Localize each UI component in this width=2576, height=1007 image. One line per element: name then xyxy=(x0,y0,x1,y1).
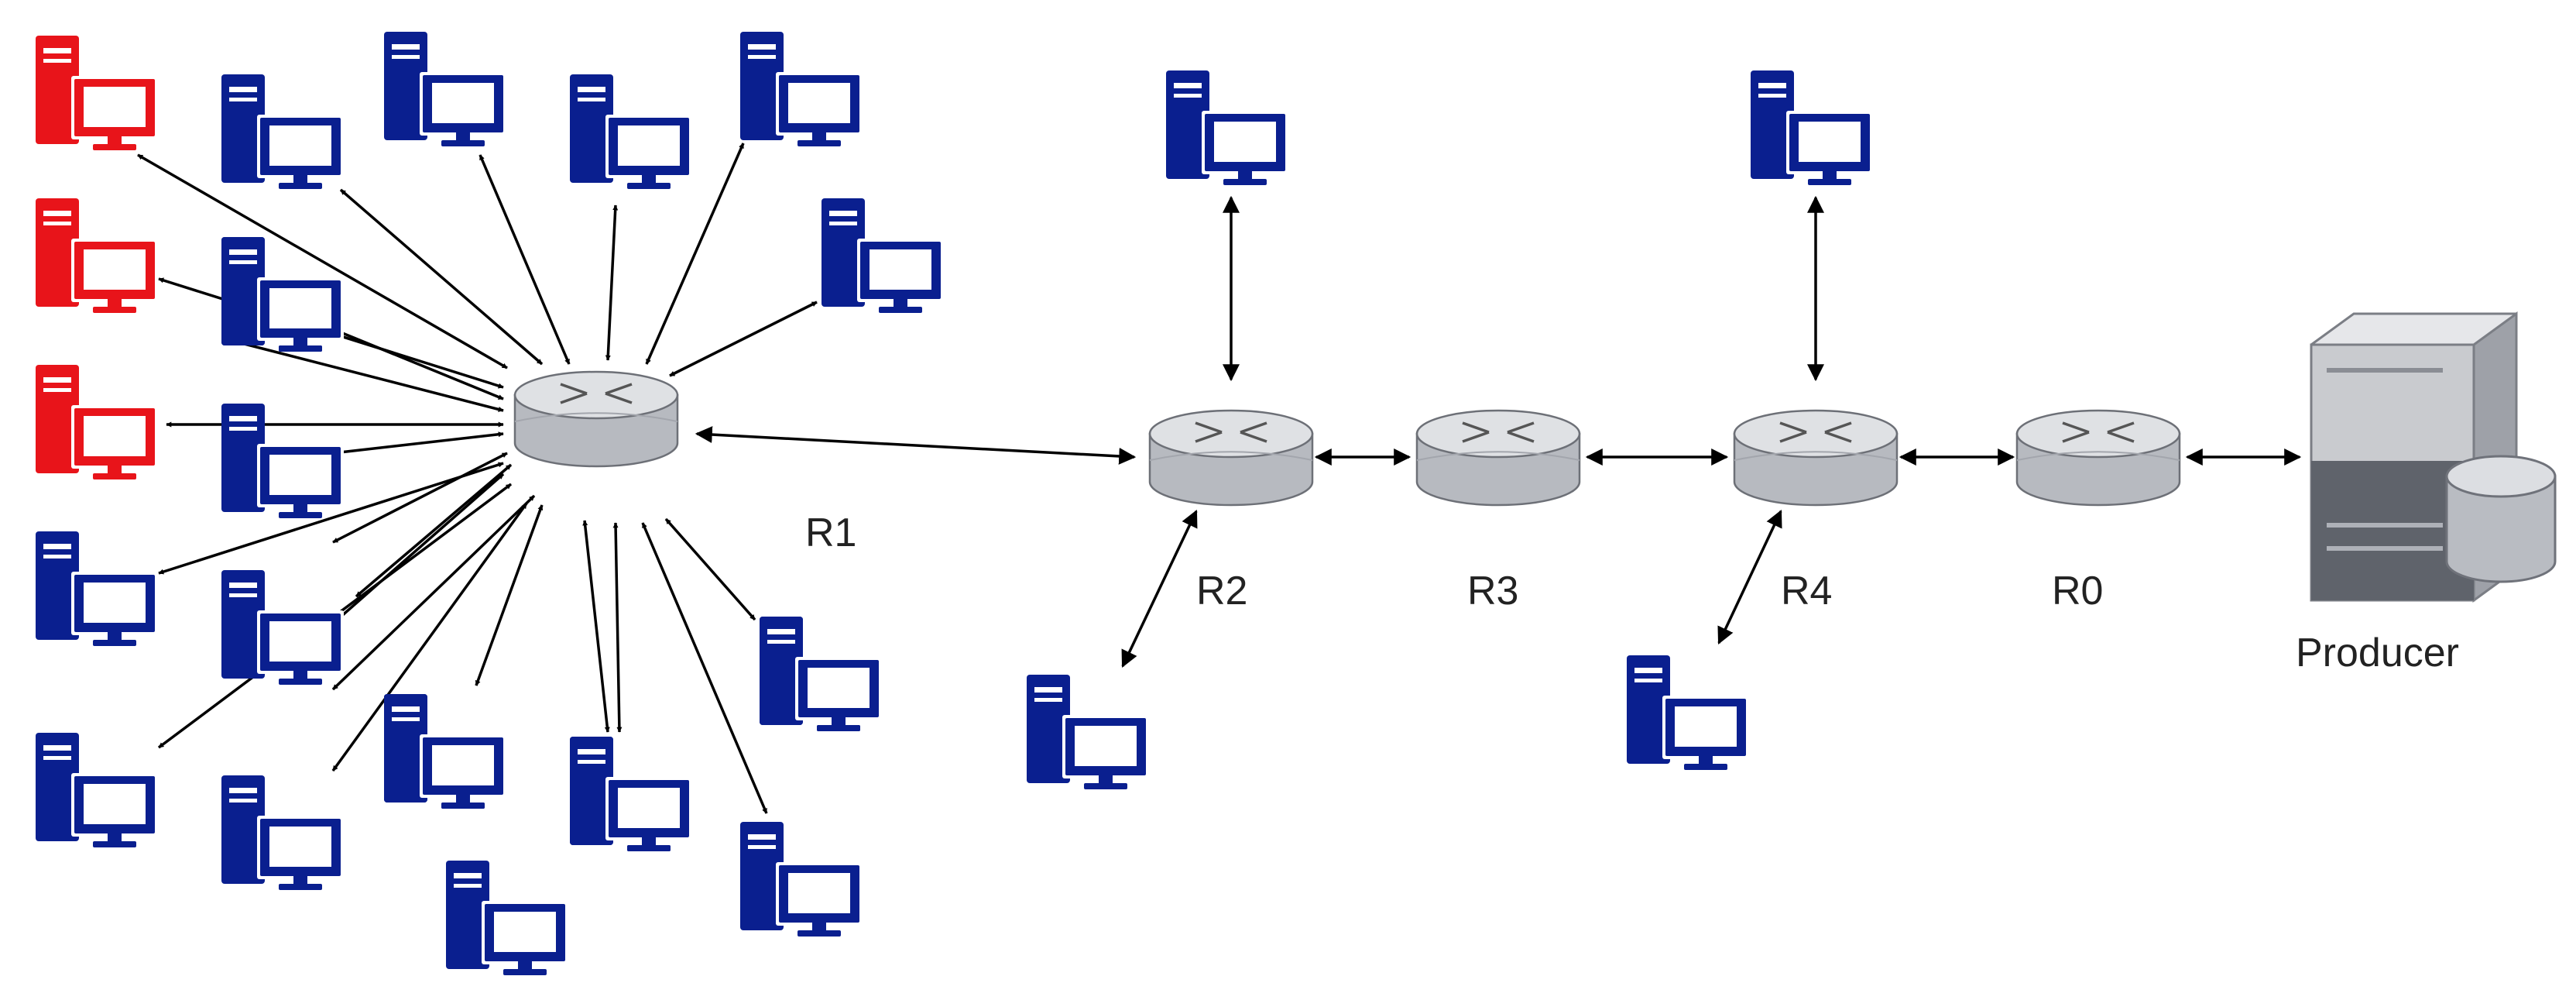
r2-consumer-computer-icon-2 xyxy=(1027,675,1149,789)
attacker-computer-icon-2 xyxy=(36,198,158,313)
consumer-computer-icon-6 xyxy=(221,74,344,189)
consumer-computer-icon-8 xyxy=(221,404,344,518)
consumer-computer-icon-extra-3 xyxy=(760,617,882,731)
link-r1-consumer-13 xyxy=(582,520,610,733)
producer-label: Producer xyxy=(2296,631,2459,675)
link-r1-consumer-21 xyxy=(331,494,536,691)
link-r1-consumer-8 xyxy=(332,431,504,455)
router-r0-icon xyxy=(2015,409,2181,507)
link-r1-consumer-20 xyxy=(232,339,504,412)
link-r1-consumer-6 xyxy=(339,188,544,366)
links-layer xyxy=(137,143,2302,814)
link-r1-consumer-14 xyxy=(605,204,619,361)
consumer-computer-icon-16 xyxy=(740,32,863,146)
link-r1-consumer-17 xyxy=(669,301,818,377)
link-r1-consumer-12 xyxy=(475,504,544,686)
link-r4-consumer-2 xyxy=(1717,510,1782,644)
consumer-computer-icon-17 xyxy=(822,198,944,313)
consumer-computer-icon-extra-1 xyxy=(221,237,344,352)
r2-consumer-computer-icon-1 xyxy=(1166,70,1288,185)
router-label-r0: R0 xyxy=(2052,569,2103,613)
link-r2-consumer-2 xyxy=(1121,510,1198,668)
router-r3-icon xyxy=(1415,409,1581,507)
router-r2-icon xyxy=(1148,409,1314,507)
router-r4-icon xyxy=(1733,409,1899,507)
router-label-r3: R3 xyxy=(1467,569,1518,613)
link-r1-consumer-22 xyxy=(332,452,508,544)
link-r1-r2 xyxy=(695,426,1137,465)
consumer-computer-icon-4 xyxy=(36,531,158,646)
nodes-layer xyxy=(36,32,2557,975)
r4-consumer-computer-icon-2 xyxy=(1627,655,1749,770)
link-r1-consumer-15 xyxy=(612,522,623,733)
producer-server-icon xyxy=(2310,311,2557,603)
link-r1-consumer-19 xyxy=(641,522,768,814)
consumer-computer-icon-extra-2 xyxy=(570,737,692,851)
consumer-computer-icon-9 xyxy=(221,570,344,685)
link-r1-consumer-18 xyxy=(664,517,756,621)
attacker-computer-icon-1 xyxy=(36,36,158,150)
consumer-computer-icon-11 xyxy=(384,32,506,146)
consumer-computer-icon-5 xyxy=(36,733,158,847)
router-r1-icon xyxy=(513,370,679,468)
attacker-computer-icon-3 xyxy=(36,365,158,479)
router-label-r2: R2 xyxy=(1196,569,1247,613)
consumer-computer-icon-19 xyxy=(740,822,863,937)
router-label-r1: R1 xyxy=(805,510,856,555)
consumer-computer-icon-10 xyxy=(221,775,344,890)
consumer-computer-icon-14 xyxy=(570,74,692,189)
link-r1-consumer-23 xyxy=(355,463,513,598)
r4-consumer-computer-icon-1 xyxy=(1751,70,1873,185)
router-label-r4: R4 xyxy=(1781,569,1832,613)
consumer-computer-icon-extra-4 xyxy=(384,694,506,809)
consumer-computer-icon-13 xyxy=(446,861,568,975)
link-r1-consumer-11 xyxy=(478,154,571,365)
link-r1-consumer-16 xyxy=(645,143,745,365)
